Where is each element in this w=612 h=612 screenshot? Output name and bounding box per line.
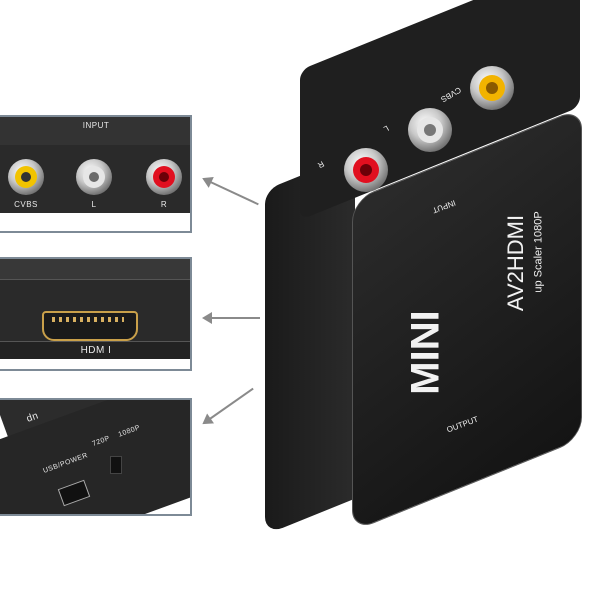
hdmi-label: HDM I [80,345,112,356]
device-subtitle: up Scaler 1080P [532,211,545,293]
left-port-label: L [91,200,97,209]
input-detail-panel: INPUT CVBS L R [0,115,192,233]
arrow-to-power-panel [203,387,254,424]
arrow-to-input-panel [203,178,259,206]
panel-top-strip [0,259,190,280]
input-panel-title: INPUT [82,121,110,130]
panel-bottom-strip [0,341,190,360]
device-model-av2hdmi: AV2HDMI [503,214,529,312]
left-audio-rca-port [76,159,112,195]
device-right-audio-port [344,148,388,192]
device-brand-mini: MINI [403,310,448,395]
arrow-to-hdmi-panel [202,312,260,324]
hdmi-detail-panel: HDM I [0,257,192,371]
panel-top-strip [0,117,190,145]
right-port-label: R [160,200,168,209]
device-cvbs-port [470,66,514,110]
hdmi-port-pins [52,317,124,322]
power-switch-detail-panel: up USB/POWER 720P 1080P [0,398,192,516]
right-audio-rca-port [146,159,182,195]
resolution-switch [110,456,122,474]
device-left-audio-port [408,108,452,152]
cvbs-port-label: CVBS [14,200,38,209]
hdmi-port-icon [42,311,138,341]
panel-bottom-strip [0,213,190,231]
panel-white-footer [0,359,190,369]
cvbs-rca-port [8,159,44,195]
